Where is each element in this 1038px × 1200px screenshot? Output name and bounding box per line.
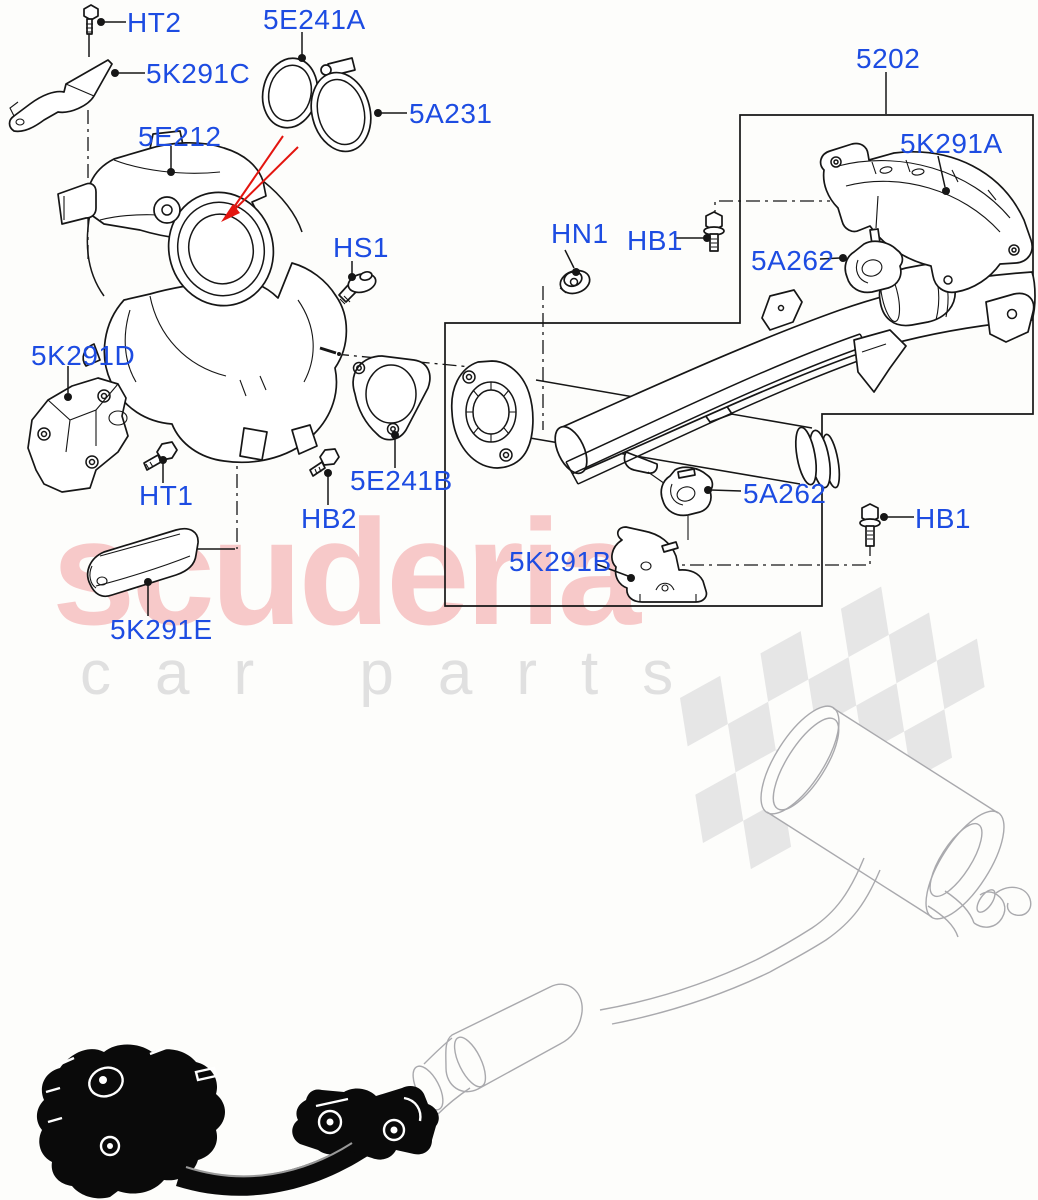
part-label-hs1[interactable]: HS1	[333, 232, 389, 263]
overview-exhaust-ghost-drawing	[412, 705, 1032, 1115]
red-pointer-arrows	[221, 135, 299, 222]
part-label-hb1-lower[interactable]: HB1	[915, 503, 971, 534]
mid-pipe-heatshield-drawing	[554, 263, 1036, 485]
bracket-5k291d-drawing	[27, 377, 129, 493]
bolt-ht2-drawing	[83, 4, 99, 35]
part-label-ht1[interactable]: HT1	[139, 480, 194, 511]
front-pipe-drawing	[450, 360, 841, 489]
catalytic-converter-drawing	[57, 130, 348, 464]
gasket-5e241b-drawing	[352, 355, 431, 441]
bolt-ht1-drawing	[143, 441, 178, 471]
stud-hs1-drawing	[338, 270, 377, 305]
part-label-hb1-upper[interactable]: HB1	[627, 225, 683, 256]
part-label-5e241a[interactable]: 5E241A	[263, 4, 366, 35]
part-label-5a262-upper[interactable]: 5A262	[751, 245, 835, 276]
part-label-hb2[interactable]: HB2	[301, 503, 357, 534]
overview-highlighted-downpipe-drawing	[36, 1044, 439, 1199]
assembly-callout-box	[444, 114, 1034, 607]
part-label-5k291d[interactable]: 5K291D	[31, 340, 136, 371]
bracket-5k291a-drawing	[819, 142, 1033, 294]
part-label-5k291e[interactable]: 5K291E	[110, 614, 213, 645]
leader-lines	[64, 18, 950, 616]
mount-5a262-lower-drawing	[660, 466, 714, 540]
part-label-5e212[interactable]: 5E212	[138, 121, 222, 152]
bracket-5k291c-drawing	[8, 59, 113, 133]
part-label-5a262-lower[interactable]: 5A262	[743, 478, 827, 509]
part-label-5k291c[interactable]: 5K291C	[146, 58, 251, 89]
part-label-ht2[interactable]: HT2	[127, 7, 182, 38]
part-label-5202[interactable]: 5202	[856, 43, 921, 74]
part-label-5e241b[interactable]: 5E241B	[350, 465, 453, 496]
bolt-hb2-drawing	[309, 448, 340, 477]
clamp-5a231-drawing	[310, 57, 372, 153]
part-label-hn1[interactable]: HN1	[551, 218, 609, 249]
part-label-5k291a[interactable]: 5K291A	[900, 128, 1003, 159]
part-label-5a231[interactable]: 5A231	[409, 98, 493, 129]
bolt-hb1-lower-drawing	[859, 503, 881, 547]
watermark-tagline-text: car parts	[80, 639, 717, 708]
part-label-5k291b[interactable]: 5K291B	[509, 546, 612, 577]
bolt-hb1-upper-drawing	[703, 211, 725, 252]
mount-5a262-upper-drawing	[844, 195, 904, 294]
